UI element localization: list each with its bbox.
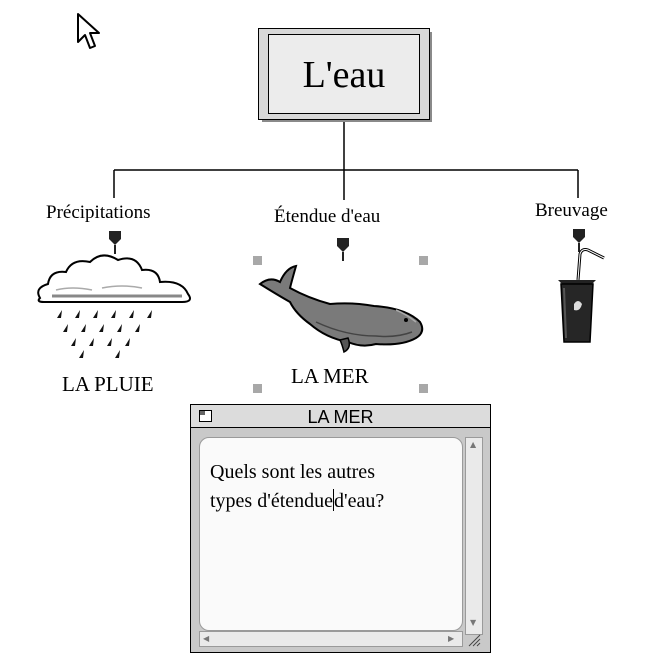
vertical-scrollbar[interactable]: ▲ ▼ xyxy=(465,437,483,635)
root-title: L'eau xyxy=(302,54,386,96)
selection-handle[interactable] xyxy=(419,384,428,393)
branch-label-breuvage[interactable]: Breuvage xyxy=(535,200,608,221)
caption-la-pluie: LA PLUIE xyxy=(62,372,154,396)
scroll-left-arrow-icon[interactable]: ◀ xyxy=(203,634,210,643)
scroll-up-arrow-icon[interactable]: ▲ xyxy=(470,440,477,449)
branch-label-precipitations[interactable]: Précipitations xyxy=(46,202,151,223)
close-box-icon[interactable] xyxy=(199,410,212,422)
note-text-line-2-start: types d'étendue xyxy=(210,490,334,512)
note-text-area[interactable]: Quels sont les autres types d'étendued'e… xyxy=(199,437,463,631)
whale-icon[interactable] xyxy=(256,262,428,354)
note-pin-icon[interactable] xyxy=(108,229,122,255)
horizontal-scrollbar[interactable]: ◀ ▶ xyxy=(199,631,463,647)
note-window[interactable]: LA MER Quels sont les autres types d'éte… xyxy=(190,404,491,653)
note-title-bar[interactable]: LA MER xyxy=(191,405,490,428)
branch-label-etendue-eau[interactable]: Étendue d'eau xyxy=(274,206,381,227)
scroll-down-arrow-icon[interactable]: ▼ xyxy=(470,618,477,627)
note-pin-icon[interactable] xyxy=(336,236,350,262)
note-pin-icon[interactable] xyxy=(572,227,586,253)
selection-handle[interactable] xyxy=(419,256,428,265)
note-text-line-2-end: d'eau? xyxy=(334,490,385,512)
note-text-line-1: Quels sont les autres xyxy=(210,461,375,483)
selection-handle[interactable] xyxy=(253,256,262,265)
scroll-right-arrow-icon[interactable]: ▶ xyxy=(448,634,455,643)
text-cursor xyxy=(333,489,335,511)
mouse-pointer-icon xyxy=(77,13,100,49)
rain-cloud-icon[interactable] xyxy=(32,250,196,362)
root-node[interactable]: L'eau xyxy=(258,28,432,122)
note-window-title: LA MER xyxy=(307,407,374,427)
drink-cup-icon[interactable] xyxy=(552,244,608,348)
resize-grip-icon[interactable] xyxy=(465,631,481,647)
caption-la-mer: LA MER xyxy=(291,364,369,388)
note-text[interactable]: Quels sont les autres types d'étendued'e… xyxy=(210,458,450,516)
selection-handle[interactable] xyxy=(253,384,262,393)
